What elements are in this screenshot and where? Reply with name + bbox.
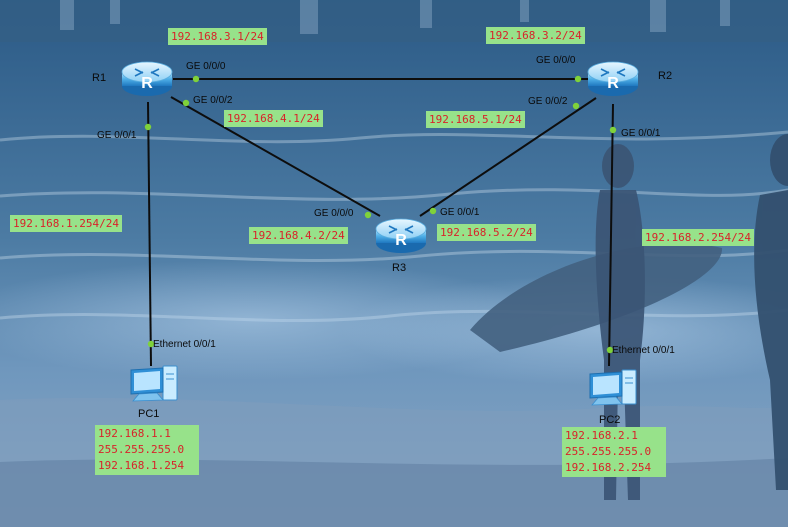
ip-label-r1-g002: 192.168.4.1/24 — [224, 110, 323, 127]
port-label-pc2-eth: Ethernet 0/0/1 — [612, 345, 675, 356]
ip-label-r2-g002: 192.168.5.1/24 — [426, 111, 525, 128]
router-r3-name: R3 — [392, 262, 407, 274]
links — [147, 78, 614, 367]
ip-label-r1-g001: 192.168.1.254/24 — [10, 215, 122, 232]
link-r2-pc2 — [608, 103, 614, 367]
port-label-r2-g001: GE 0/0/1 — [621, 128, 661, 139]
port-label-r1-g002: GE 0/0/2 — [193, 95, 233, 106]
port-label-r2-g000: GE 0/0/0 — [536, 55, 576, 66]
port-dot-r1-g000 — [192, 75, 200, 83]
router-r3-icon[interactable] — [375, 218, 427, 254]
port-dot-r1-g002 — [182, 99, 190, 107]
pc1-ip-address: 192.168.1.1 — [98, 427, 171, 440]
ip-label-r1-g000: 192.168.3.1/24 — [168, 28, 267, 45]
port-label-r1-g000: GE 0/0/0 — [186, 61, 226, 72]
router-r1-icon[interactable] — [121, 61, 173, 97]
port-dot-pc1-eth — [147, 340, 155, 348]
pc2-ip-address: 192.168.2.1 — [565, 429, 638, 442]
link-r1-pc1 — [147, 101, 152, 367]
link-r1-r3 — [170, 96, 381, 217]
ip-label-r2-g000: 192.168.3.2/24 — [486, 27, 585, 44]
port-label-r1-g001: GE 0/0/1 — [97, 130, 137, 141]
pc1-subnet-mask: 255.255.255.0 — [98, 443, 185, 456]
pc2-icon[interactable] — [589, 369, 637, 406]
pc1-icon[interactable] — [130, 365, 178, 402]
pc2-name: PC2 — [599, 414, 621, 426]
port-dot-r1-g001 — [144, 123, 152, 131]
port-label-pc1-eth: Ethernet 0/0/1 — [153, 339, 216, 350]
router-r2-icon[interactable] — [587, 61, 639, 97]
link-r2-r3 — [419, 97, 597, 217]
pc1-gateway: 192.168.1.254 — [98, 459, 185, 472]
port-dot-r3-g000 — [364, 211, 372, 219]
port-dot-r2-g002 — [572, 102, 580, 110]
ip-label-r2-g001: 192.168.2.254/24 — [642, 229, 754, 246]
pc1-config-box: 192.168.1.1 255.255.255.0 192.168.1.254 — [95, 425, 199, 475]
port-label-r3-g000: GE 0/0/0 — [314, 208, 354, 219]
ip-label-r3-g000: 192.168.4.2/24 — [249, 227, 348, 244]
port-dots — [144, 75, 617, 354]
port-dot-r3-g001 — [429, 207, 437, 215]
port-label-r2-g002: GE 0/0/2 — [528, 96, 568, 107]
pc2-subnet-mask: 255.255.255.0 — [565, 445, 652, 458]
pc2-gateway: 192.168.2.254 — [565, 461, 652, 474]
ip-label-r3-g001: 192.168.5.2/24 — [437, 224, 536, 241]
port-dot-r2-g000 — [574, 75, 582, 83]
port-dot-r2-g001 — [609, 126, 617, 134]
pc2-config-box: 192.168.2.1 255.255.255.0 192.168.2.254 — [562, 427, 666, 477]
router-r1-name: R1 — [92, 72, 107, 84]
pc1-name: PC1 — [138, 408, 160, 420]
router-r2-name: R2 — [658, 70, 673, 82]
port-dot-pc2-eth — [606, 346, 614, 354]
port-label-r3-g001: GE 0/0/1 — [440, 207, 480, 218]
